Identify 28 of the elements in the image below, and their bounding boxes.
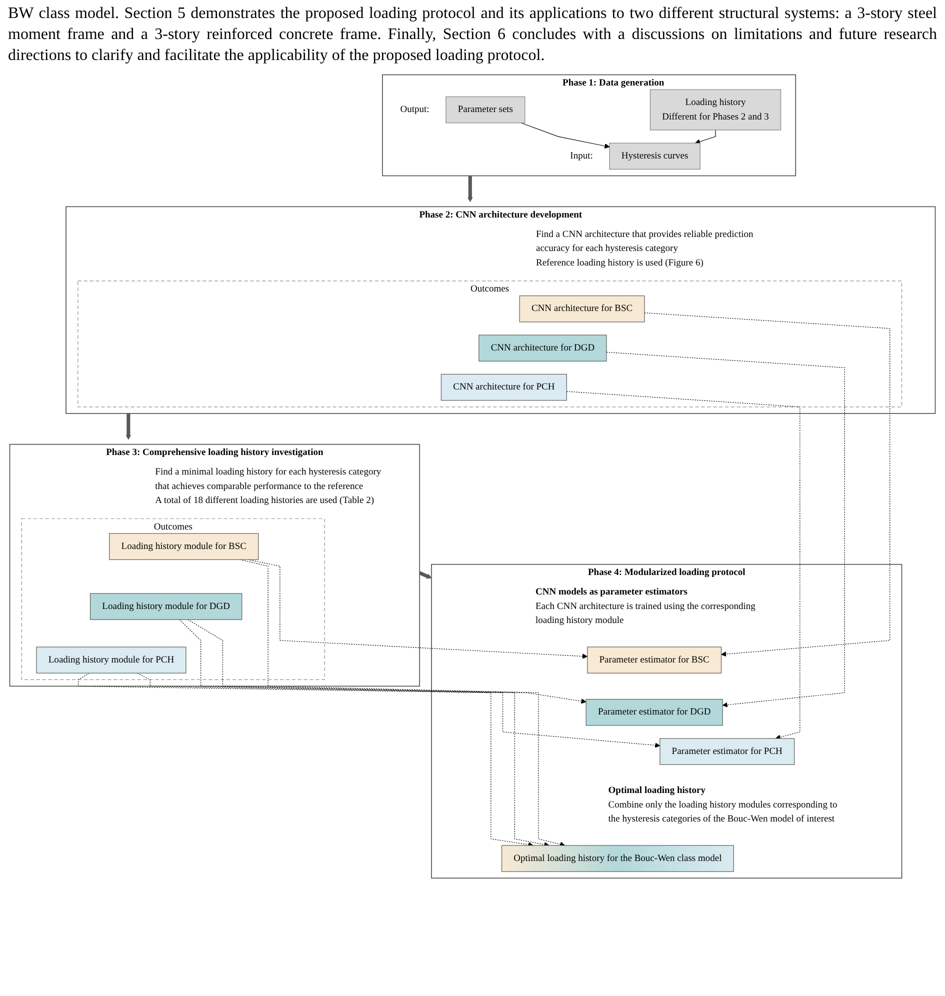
arrow	[136, 673, 660, 748]
node-box: CNN architecture for PCH	[440, 374, 567, 402]
node-box: Hysteresis curves	[609, 143, 700, 170]
arrow	[606, 352, 845, 708]
arrow	[468, 176, 473, 203]
node-box: CNN architecture for BSC	[519, 296, 645, 323]
arrow	[78, 673, 534, 848]
arrow	[188, 620, 586, 704]
node-label: Output:	[400, 104, 430, 115]
arrow	[566, 392, 800, 740]
node-box: CNN architecture for DGD	[478, 335, 607, 362]
node-box: Loading history module for PCH	[36, 647, 186, 674]
node-box: Parameter estimator for PCH	[660, 738, 795, 766]
node-box: Optimal loading history for the Bouc-Wen class model	[501, 846, 734, 872]
node-box: Loading history Different for Phases 2 and 3	[650, 90, 782, 131]
node-box: Loading history module for DGD	[90, 594, 242, 620]
arrow	[126, 414, 132, 440]
node-box: Parameter estimator for BSC	[587, 647, 722, 674]
node-box: Loading history module for BSC	[109, 534, 259, 560]
node-label: Input:	[570, 151, 593, 162]
arrow	[520, 122, 610, 149]
body-text: BW class model. Section 5 demonstrates the proposed loading protocol and its applications to two different structural systems: a 3-story steel moment frame and a 3-story reinforced concrete frame. Finally, Section 6 concludes with a discussions on limitations and future research directions to clarify and facilitate the applicability of the proposed loading protocol.	[8, 4, 937, 66]
arrow	[644, 312, 890, 658]
arrow	[179, 620, 550, 848]
arrow	[418, 572, 432, 580]
node-box: Parameter estimator for DGD	[586, 699, 723, 726]
arrow	[695, 130, 716, 145]
node-box: Parameter sets	[446, 96, 526, 124]
